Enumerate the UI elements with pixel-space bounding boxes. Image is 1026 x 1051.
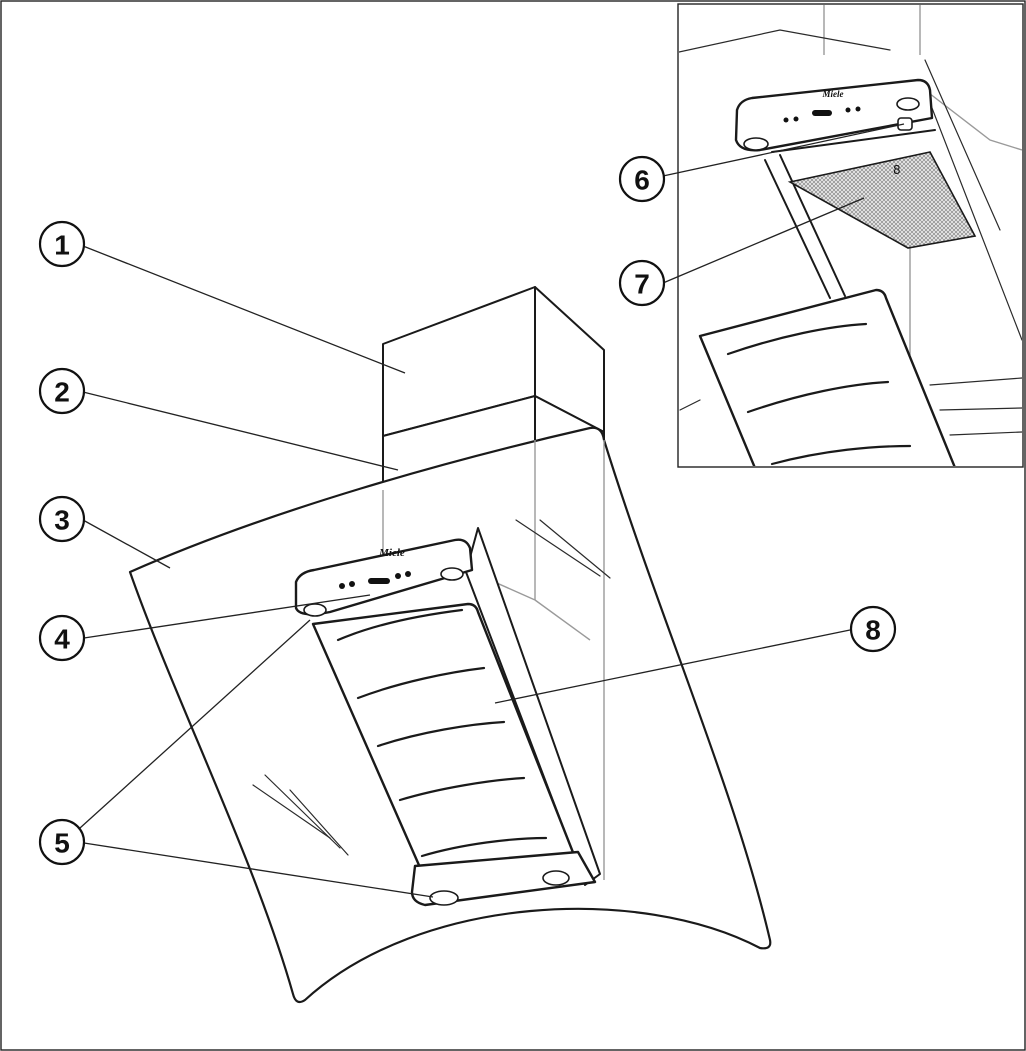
svg-text:7: 7 — [634, 269, 650, 300]
mesh-filter — [787, 151, 977, 249]
svg-text:3: 3 — [54, 505, 70, 536]
brand-logo: Miele — [378, 547, 405, 559]
callout-3: 3 — [38, 495, 86, 543]
inset-grease-filter — [698, 288, 956, 466]
main-hood: Miele — [128, 286, 772, 1004]
svg-text:2: 2 — [54, 377, 70, 408]
bottom-bar — [410, 850, 597, 907]
panel-knob-left — [303, 603, 327, 617]
filter-catch — [897, 117, 913, 131]
callout-6: 6 — [618, 155, 666, 203]
control-panel: Miele — [294, 538, 474, 617]
control-buttons — [339, 571, 411, 589]
filter-symbol: 8 — [893, 163, 901, 177]
callout-8: 8 — [849, 605, 897, 653]
callout-4: 4 — [38, 614, 86, 662]
chimney-behind-glass — [382, 440, 605, 880]
svg-text:1: 1 — [54, 230, 70, 261]
grease-filter — [311, 602, 578, 882]
detail-inset: Miele 8 — [677, 3, 1024, 468]
glass-reflections — [252, 519, 611, 856]
svg-text:4: 4 — [54, 624, 70, 655]
callout-7: 7 — [618, 259, 666, 307]
svg-text:8: 8 — [865, 615, 881, 646]
svg-text:6: 6 — [634, 165, 650, 196]
panel-knob-right — [440, 567, 464, 581]
bottom-knob-left — [429, 890, 459, 906]
callout-2: 2 — [38, 367, 86, 415]
inset-control-panel: Miele — [734, 78, 934, 152]
svg-text:5: 5 — [54, 828, 70, 859]
bottom-knob-right — [542, 870, 570, 886]
leader-lines — [79, 123, 905, 898]
callout-1: 1 — [38, 220, 86, 268]
inset-brand-logo: Miele — [822, 89, 844, 99]
callout-5: 5 — [38, 818, 86, 866]
